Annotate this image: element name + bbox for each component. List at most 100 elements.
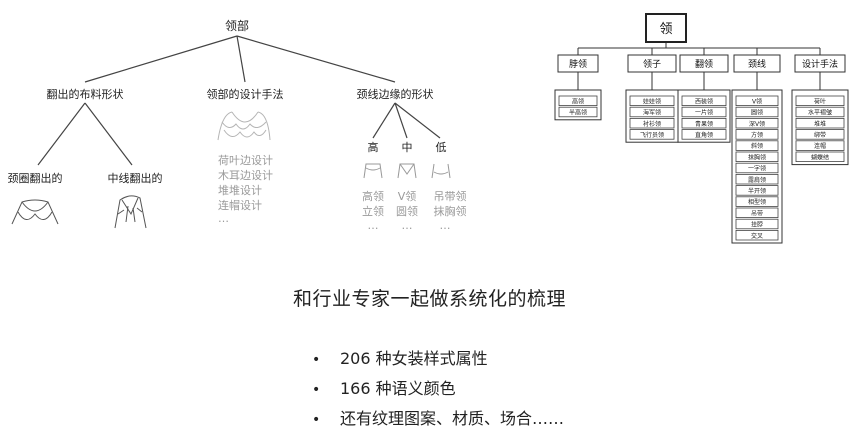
- item-box: [681, 118, 727, 129]
- right-collar-taxonomy: 领脖领高领半高领领子娃娃领海军领衬衫领飞行员领翻领西装领一片领青果领直角领颈线V…: [554, 13, 849, 244]
- item-box: [735, 140, 779, 151]
- center-line-collar-sketch: [114, 195, 147, 229]
- item-box: [795, 118, 845, 129]
- item-label: 连帽: [814, 142, 826, 150]
- item-label: 荷叶: [814, 97, 826, 105]
- design-item-3: 连帽设计: [218, 199, 262, 212]
- item-label: 半开领: [748, 187, 766, 195]
- category-label: 翻领: [695, 58, 713, 70]
- item-label: 圆领: [751, 109, 763, 117]
- item-label: 青果领: [695, 120, 713, 128]
- item-label: 吊带: [751, 209, 763, 217]
- item-box: [681, 106, 727, 118]
- item-box: [735, 151, 779, 163]
- bullet-text: 还有纹理图案、材质、场合……: [340, 409, 565, 428]
- item-box: [795, 95, 845, 107]
- bullet-marker: •: [312, 412, 321, 428]
- item-box: [558, 106, 598, 118]
- headline: 和行业专家一起做系统化的梳理: [292, 288, 566, 310]
- item-label: 交叉: [751, 232, 763, 240]
- low-item-2: …: [440, 219, 451, 232]
- bullet-item: • 还有纹理图案、材质、场合……: [312, 404, 564, 434]
- item-box: [735, 207, 779, 219]
- leaf-label-neck-ring: 颈圈翻出的: [8, 171, 63, 185]
- root-box: [645, 13, 687, 43]
- bullet-marker: •: [312, 382, 321, 398]
- ruffle-collar-sketch: [217, 111, 271, 141]
- design-item-2: 堆堆设计: [218, 184, 262, 197]
- bullet-text: 206 种女装样式属性: [340, 349, 488, 368]
- item-group-frame: [791, 89, 849, 166]
- design-item-4: …: [218, 212, 229, 225]
- item-group-frame: [677, 89, 731, 143]
- neckline-column-high: 高: [368, 140, 379, 154]
- design-item-0: 荷叶边设计: [218, 154, 273, 167]
- item-label: 娃娃领: [643, 97, 661, 105]
- category-label: 领子: [643, 58, 661, 70]
- item-box: [795, 140, 845, 151]
- item-label: 海军领: [643, 109, 661, 117]
- item-group-frame: [731, 89, 783, 244]
- high-item-1: 立领: [362, 204, 384, 218]
- item-box: [735, 118, 779, 129]
- item-box: [735, 185, 779, 196]
- item-box: [681, 129, 727, 140]
- item-label: V领: [752, 97, 762, 105]
- item-label: 斜领: [751, 142, 763, 150]
- item-box: [795, 129, 845, 140]
- item-label: 半高领: [569, 109, 587, 117]
- neckline-column-low: 低: [436, 141, 447, 154]
- mid-neck-sketch: [397, 163, 417, 179]
- item-box: [735, 162, 779, 174]
- item-label: 蝴蝶结: [811, 153, 829, 161]
- item-label: 飞行员领: [640, 131, 664, 139]
- item-box: [629, 129, 675, 140]
- low-item-0: 吊带领: [434, 190, 467, 203]
- item-label: 露肩领: [748, 176, 766, 184]
- bullet-text: 166 种语义颜色: [340, 379, 456, 398]
- leaf-label-center-line: 中线翻出的: [108, 171, 163, 185]
- item-box: [681, 95, 727, 107]
- mid-item-1: 圆领: [396, 205, 418, 218]
- neckline-column-mid: 中: [402, 141, 413, 154]
- item-label: 西装领: [695, 97, 713, 105]
- item-label: 直角领: [695, 131, 713, 139]
- item-box: [735, 95, 779, 107]
- item-label: 一字领: [748, 165, 766, 173]
- branch-label-fabric: 翻出的布料形状: [47, 87, 124, 101]
- left-root-label: 领部: [225, 18, 249, 33]
- branch-label-design: 领部的设计手法: [207, 87, 284, 101]
- root-label: 领: [659, 22, 672, 37]
- item-box: [795, 151, 845, 163]
- bullet-list: • 206 种女装样式属性 • 166 种语义颜色 • 还有纹理图案、材质、场合……: [312, 344, 564, 434]
- mid-item-0: V领: [398, 190, 417, 203]
- item-box: [735, 173, 779, 185]
- item-label: 高领: [572, 97, 584, 105]
- item-label: 衬衫领: [643, 120, 661, 128]
- high-item-2: …: [368, 219, 379, 232]
- item-box: [735, 196, 779, 207]
- item-box: [629, 106, 675, 118]
- item-label: 绑带: [814, 131, 826, 139]
- neck-ring-collar-sketch: [11, 199, 59, 225]
- item-group-frame: [554, 89, 602, 121]
- high-neck-sketch: [363, 163, 383, 179]
- item-label: 方领: [751, 131, 763, 139]
- mid-item-2: …: [402, 219, 413, 232]
- category-label: 颈线: [748, 58, 766, 70]
- item-label: 相型领: [748, 198, 766, 206]
- item-box: [735, 129, 779, 140]
- item-label: 深V领: [749, 120, 765, 128]
- left-collar-tree: 领部 翻出的布料形状 领部的设计手法 颈线边缘的形状 颈圈翻出的 中线翻出的 荷…: [8, 18, 467, 232]
- category-label: 设计手法: [802, 58, 838, 70]
- low-neck-sketch: [431, 163, 451, 179]
- item-box: [795, 106, 845, 118]
- bullet-item: • 166 种语义颜色: [312, 374, 564, 404]
- item-label: 一片领: [695, 109, 713, 117]
- high-item-0: 高领: [362, 189, 384, 203]
- item-box: [735, 229, 779, 241]
- item-box: [735, 218, 779, 230]
- item-label: 水平褶皱: [808, 109, 832, 117]
- item-box: [629, 118, 675, 129]
